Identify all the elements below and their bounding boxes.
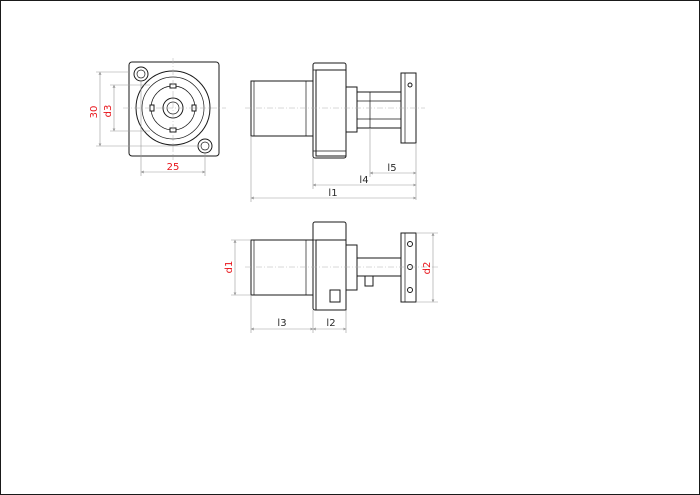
dim-l2-label: l2 [326, 318, 335, 329]
front-bolt-hole-bottom-right-inner [200, 141, 210, 151]
front-view: 30 d3 25 [89, 58, 226, 176]
dim-d2-label: d2 [422, 262, 433, 275]
top-shank [250, 239, 314, 296]
side-collar [345, 86, 358, 133]
top-collar [345, 244, 358, 291]
side-output-shaft [356, 91, 402, 129]
dim-25-label: 25 [167, 162, 180, 173]
dim-30-label: 30 [89, 106, 100, 119]
dim-l1-label: l1 [328, 188, 337, 199]
top-holder-screw-bottom [407, 287, 413, 293]
front-bolt-hole-bottom-right [197, 138, 213, 154]
top-flange-key [329, 289, 341, 303]
dim-l3-label: l3 [277, 318, 286, 329]
top-view: d1 d2 l3 l2 [224, 221, 440, 333]
side-flange-body [315, 69, 347, 157]
side-shank [250, 80, 314, 137]
dim-d1-label: d1 [224, 261, 235, 274]
front-bolt-hole-top-left-inner [136, 69, 146, 79]
top-holder-screw-top [407, 241, 413, 247]
dim-l5-label: l5 [387, 163, 396, 174]
side-view: l5 l4 l1 [245, 62, 425, 202]
top-output-neck-lower [364, 275, 374, 287]
front-bolt-hole-top-left [133, 66, 149, 82]
dim-l4-label: l4 [359, 175, 368, 186]
dim-d3-label: d3 [103, 105, 114, 118]
side-holder-screw [407, 82, 413, 88]
